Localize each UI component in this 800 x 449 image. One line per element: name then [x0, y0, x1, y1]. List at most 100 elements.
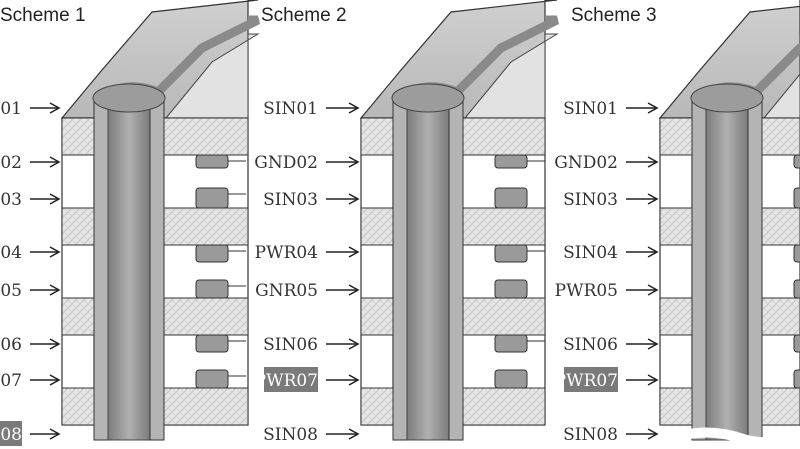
arrow-head-icon: [348, 156, 360, 168]
layer-label: SIN03: [563, 190, 618, 210]
arrow-head-icon: [348, 338, 360, 350]
dielectric-layer: [153, 207, 249, 246]
arrow-head-icon: [647, 246, 659, 258]
arrow-head-icon: [647, 374, 659, 386]
arrow-head-icon: [49, 284, 61, 296]
scheme-2: Scheme 2SIN01GND02SIN03PWR04GNR05SIN06PW…: [254, 0, 560, 445]
copper-pad: [195, 244, 229, 263]
copper-pad: [494, 244, 528, 263]
layer-label: PWR05: [555, 281, 618, 301]
dielectric-layer: [659, 387, 693, 426]
copper-pad: [494, 279, 528, 299]
copper-pad: [195, 334, 229, 353]
dielectric-layer: [153, 117, 249, 156]
arrow-head-icon: [348, 246, 360, 258]
via-barrel: [107, 95, 151, 441]
via-wall-right: [747, 99, 763, 441]
board-left-block: [659, 117, 693, 426]
dielectric-layer: [360, 207, 394, 246]
label-highlight: [264, 367, 318, 392]
arrow-head-icon: [49, 374, 61, 386]
arrow-head-icon: [49, 428, 61, 440]
layer-label: 07: [0, 371, 22, 391]
dielectric-layer: [452, 207, 546, 246]
arrow-head-icon: [348, 428, 360, 440]
arrow-head-icon: [647, 193, 659, 205]
arrow-head-icon: [348, 102, 360, 114]
dielectric-layer: [360, 297, 394, 336]
dielectric-layer: [153, 297, 249, 336]
via-wall-right: [448, 99, 464, 441]
arrow-head-icon: [49, 338, 61, 350]
arrow-head-icon: [348, 374, 360, 386]
dielectric-layer: [360, 387, 394, 426]
arrow-head-icon: [49, 193, 61, 205]
arrow-head-icon: [49, 246, 61, 258]
arrow-head-icon: [647, 428, 659, 440]
arrow-head-icon: [647, 156, 659, 168]
layer-label: PWR07: [555, 371, 618, 391]
arrow-head-icon: [348, 193, 360, 205]
arrow-head-icon: [49, 156, 61, 168]
via-top-cap: [690, 83, 764, 113]
copper-pad: [195, 187, 229, 209]
copper-pad: [195, 279, 229, 299]
dielectric-layer: [452, 117, 546, 156]
board-left-block: [360, 117, 394, 426]
layer-label: SIN01: [563, 99, 618, 119]
copper-pad: [793, 187, 800, 209]
scheme-title: Scheme 2: [261, 5, 347, 26]
scheme-3: Scheme 3 SIN01GND02SIN03SIN04PWR05SIN06PW…: [554, 0, 800, 448]
via-barrel: [705, 95, 749, 441]
layer-label: GND02: [554, 153, 618, 173]
layer-label: 01: [0, 99, 22, 119]
copper-pad: [494, 187, 528, 209]
board-left-block: [61, 117, 95, 426]
dielectric-layer: [61, 387, 95, 426]
scheme-title: Scheme 1: [0, 5, 86, 26]
layer-label: GND02: [254, 153, 318, 173]
via-top-cap: [92, 83, 166, 113]
via-top-cap: [391, 83, 465, 113]
copper-pad: [793, 369, 800, 389]
copper-pad: [195, 369, 229, 389]
dielectric-layer: [153, 387, 249, 426]
copper-pad: [793, 279, 800, 299]
dielectric-layer: [452, 387, 546, 426]
layer-label: SIN06: [263, 335, 318, 355]
dielectric-layer: [61, 297, 95, 336]
layer-label: 02: [0, 153, 22, 173]
dielectric-layer: [659, 297, 693, 336]
arrow-head-icon: [348, 284, 360, 296]
copper-pad: [195, 154, 229, 169]
layer-label: SIN06: [563, 335, 618, 355]
arrow-head-icon: [49, 102, 61, 114]
dielectric-layer: [659, 117, 693, 156]
layer-label: SIN01: [263, 99, 318, 119]
copper-pad: [494, 334, 528, 353]
copper-pad: [494, 369, 528, 389]
layer-label: SIN03: [263, 190, 318, 210]
scheme-title: Scheme 3: [571, 5, 657, 26]
layer-label: 03: [0, 190, 22, 210]
dielectric-layer: [61, 117, 95, 156]
break-mark: [678, 427, 800, 448]
arrow-head-icon: [647, 102, 659, 114]
copper-pad: [793, 244, 800, 263]
label-highlight: [0, 421, 23, 446]
dielectric-layer: [360, 117, 394, 156]
via-barrel: [406, 95, 450, 441]
via-wall-right: [149, 99, 165, 441]
dielectric-layer: [452, 297, 546, 336]
label-highlight: [564, 367, 618, 392]
layer-label: 08: [0, 425, 22, 445]
layer-label: SIN08: [263, 425, 318, 445]
layer-label: SIN04: [563, 243, 618, 263]
arrow-head-icon: [647, 284, 659, 296]
arrow-head-icon: [647, 338, 659, 350]
layer-label: 04: [0, 243, 22, 263]
copper-pad: [793, 334, 800, 353]
dielectric-layer: [659, 207, 693, 246]
